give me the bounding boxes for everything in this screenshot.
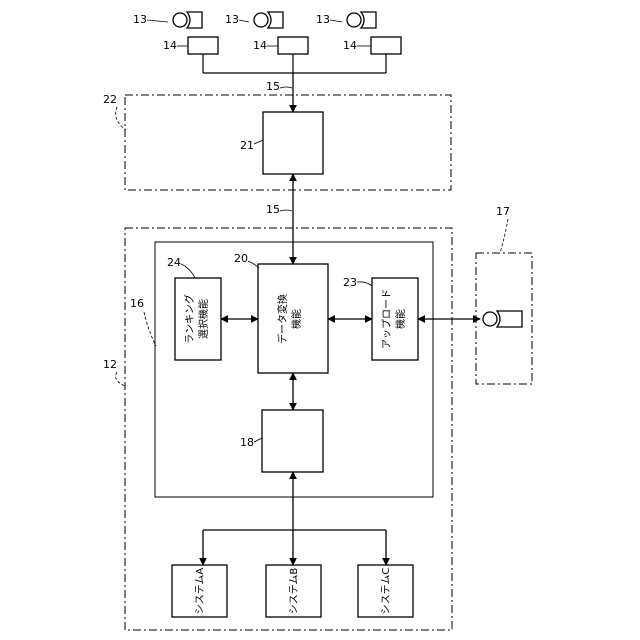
leader-line	[239, 20, 249, 22]
uploader-user-icon	[483, 311, 522, 327]
user-client-icon	[173, 12, 202, 28]
upload-label-line1: アップロード	[381, 289, 393, 349]
ranking-label-line2: 選択機能	[197, 299, 210, 339]
ref-label-13: 13	[316, 13, 330, 26]
leader-line	[280, 210, 292, 211]
converter-label-line1: データ変換	[276, 294, 289, 344]
upload-function-box	[372, 278, 418, 360]
system-b-label: システムB	[288, 568, 300, 615]
ref-label-15: 15	[266, 80, 280, 93]
user-client-icon	[347, 12, 376, 28]
leader-line	[181, 264, 195, 278]
leader-line	[254, 438, 262, 442]
converter-label-line2: 機能	[290, 309, 303, 329]
ref-label-13: 13	[225, 13, 239, 26]
ref-label-14: 14	[163, 39, 177, 52]
leader-line	[500, 219, 508, 253]
ranking-label-line1: ランキング	[183, 294, 196, 344]
ref-label-14: 14	[253, 39, 267, 52]
system-a-label: システムA	[194, 568, 206, 615]
ref-label-15: 15	[266, 203, 280, 216]
user-client-group: 13 13 13 14 14 14	[133, 12, 401, 73]
ref-label-20: 20	[234, 252, 248, 265]
leader-line	[144, 312, 156, 346]
ranking-function-box	[175, 278, 221, 360]
ref-label-21: 21	[240, 139, 254, 152]
ref-label-24: 24	[167, 256, 181, 269]
external-unit-box	[263, 112, 323, 174]
ref-label-14: 14	[343, 39, 357, 52]
leader-line	[116, 372, 125, 386]
leader-line	[280, 87, 292, 88]
db-unit-box	[262, 410, 323, 472]
ref-label-16: 16	[130, 297, 144, 310]
leader-line	[330, 20, 342, 22]
leader-line	[357, 282, 372, 286]
terminal-box	[278, 37, 308, 54]
ref-label-23: 23	[343, 276, 357, 289]
terminal-box	[371, 37, 401, 54]
ref-label-13: 13	[133, 13, 147, 26]
leader-line	[254, 140, 263, 144]
uploader-frame	[476, 253, 532, 384]
terminal-box	[188, 37, 218, 54]
ref-label-22: 22	[103, 93, 117, 106]
upload-label-line2: 機能	[394, 309, 407, 329]
leader-line	[116, 107, 126, 130]
ref-label-12: 12	[103, 358, 117, 371]
user-client-icon	[254, 12, 283, 28]
ref-label-17: 17	[496, 205, 510, 218]
ref-label-18: 18	[240, 436, 254, 449]
leader-line	[147, 20, 168, 22]
system-c-label: システムC	[380, 568, 392, 615]
